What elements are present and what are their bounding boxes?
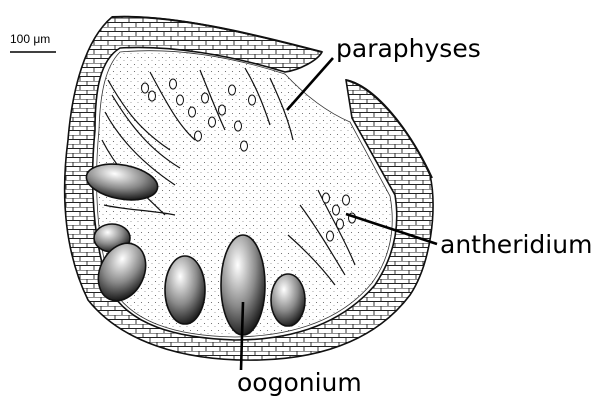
oogonium-label: oogonium: [237, 370, 362, 395]
antheridium-label: antheridium: [440, 232, 592, 257]
scale-bar-label: 100 μm: [10, 33, 50, 45]
paraphyses-label: paraphyses: [336, 36, 481, 61]
